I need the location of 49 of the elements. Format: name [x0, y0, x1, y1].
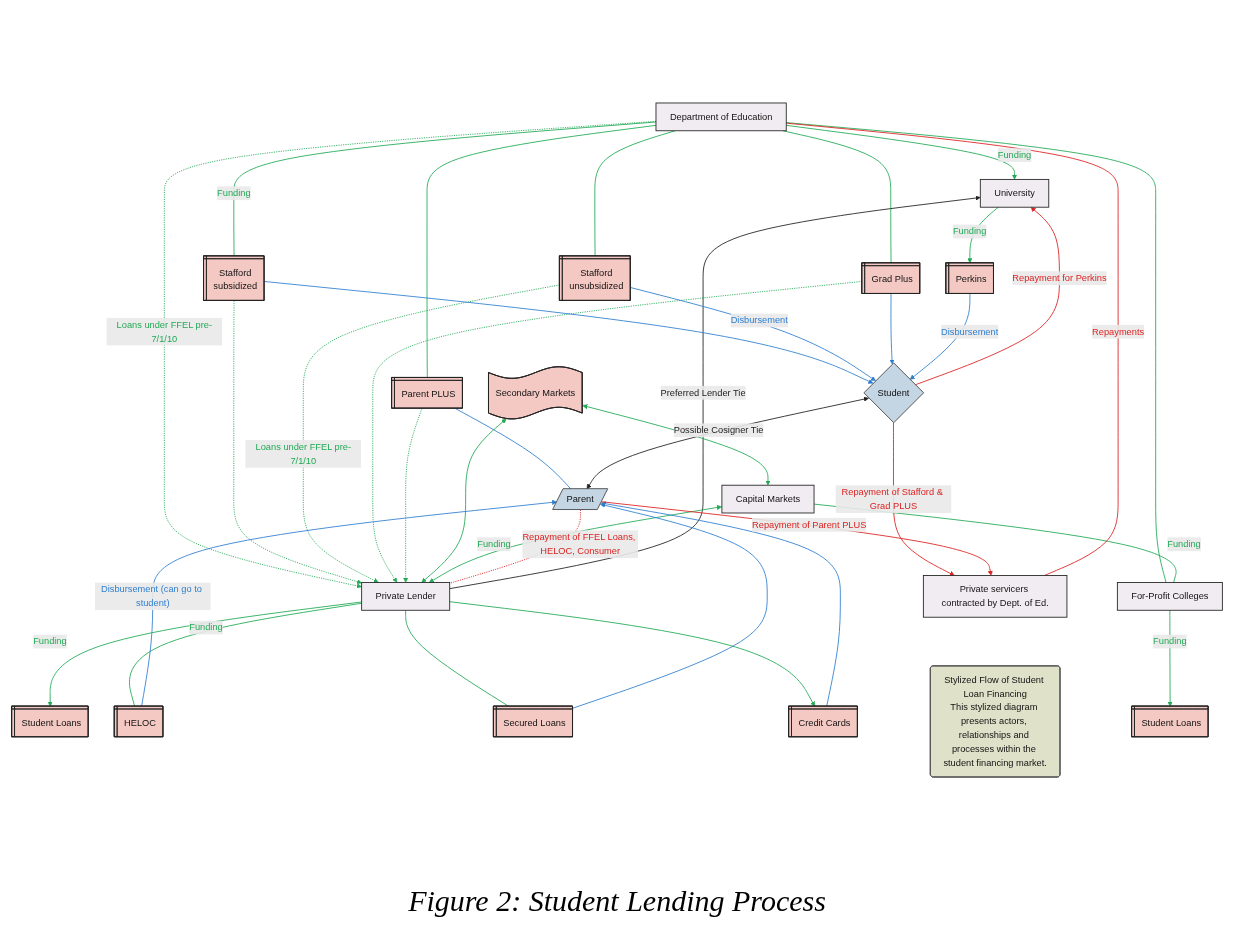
edge-label: Funding — [33, 636, 67, 647]
edge-label: Repayment for Perkins — [1012, 272, 1107, 283]
edge-label: Disbursement — [941, 326, 999, 337]
connector — [426, 124, 657, 379]
edge-label: Possible Cosigner Tie — [673, 425, 764, 435]
loan-box: Parent PLUS — [391, 377, 463, 409]
edge-label: Disbursement — [730, 315, 788, 326]
process-box: Capital Markets — [721, 484, 815, 514]
connector — [129, 602, 363, 707]
edge-label: Funding — [997, 149, 1032, 160]
edge-label: Funding — [1153, 636, 1187, 647]
edge-label: Funding — [1167, 539, 1201, 549]
loan-box: Credit Cards — [788, 705, 858, 738]
connector — [405, 609, 510, 707]
loan-box: Student Loans — [1131, 705, 1209, 738]
loan-box: Student Loans — [11, 705, 89, 738]
process-box: Department of Education — [655, 102, 787, 132]
loan-box: Stafford unsubsidized — [558, 255, 631, 301]
edge-label: Funding — [952, 226, 987, 237]
connector — [233, 121, 657, 257]
loan-box: Perkins — [945, 262, 994, 294]
wavy-document-shape: Secondary Markets — [488, 366, 583, 420]
decision-diamond: Student — [863, 362, 925, 424]
edge-label: Repayment of FFEL Loans, HELOC, Consumer — [522, 532, 636, 556]
process-box: Private servicers contracted by Dept. of Ed. — [922, 575, 1068, 618]
loan-box: HELOC — [113, 705, 164, 738]
process-box: For-Profit Colleges — [1116, 582, 1223, 611]
connector — [454, 408, 572, 490]
loan-box: Stafford subsidized — [203, 255, 265, 301]
edge-label: Funding — [477, 539, 511, 549]
loan-box: Secured Loans — [492, 705, 573, 738]
edge-label: Disbursement (can go to student) — [101, 584, 202, 608]
connector — [782, 130, 892, 264]
parallelogram-box: Parent — [552, 488, 609, 510]
edge-label: Loans under FFEL pre-7/1/10 — [116, 319, 213, 344]
connector — [594, 130, 676, 257]
edge-label: Funding — [217, 188, 251, 198]
process-box: Private Lender — [361, 582, 451, 611]
process-box: University — [979, 178, 1050, 208]
edge-label: Repayment of Stafford & Grad PLUS — [841, 486, 943, 511]
edge-label: Preferred Lender Tie — [660, 387, 746, 398]
figure-caption: Figure 2: Student Lending Process — [408, 884, 826, 918]
edge-label: Repayments — [1092, 326, 1145, 337]
connector — [449, 509, 581, 584]
info-box: Stylized Flow of Student Loan Financing This stylized diagram presents actors, relationships and processes within the student financing market. — [929, 665, 1061, 778]
edge-label: Funding — [189, 622, 223, 633]
edge-label: Repayment of Parent PLUS — [752, 519, 867, 530]
loan-box: Grad Plus — [861, 262, 921, 294]
edge-label: Loans under FFEL pre-7/1/10 — [255, 441, 351, 466]
